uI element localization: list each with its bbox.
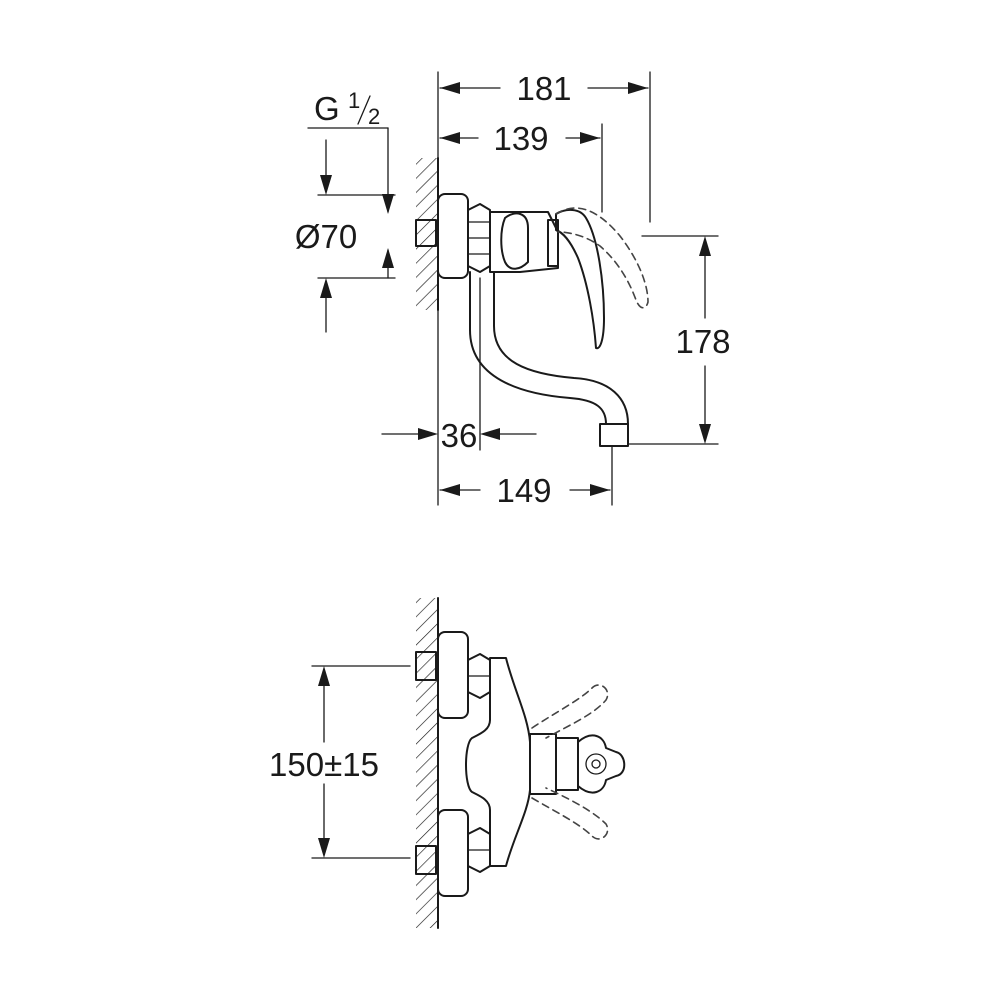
dim-139-label: 139 (493, 120, 548, 157)
dim-spacing-label: 150±15 (269, 746, 379, 783)
dimension-178: 178 (675, 236, 731, 444)
dimension-181: 181 (439, 70, 649, 107)
side-wall (416, 157, 439, 311)
thread-prefix: G (314, 90, 340, 127)
thread-denominator: 2 (368, 104, 380, 129)
thread-numerator: 1 (348, 88, 360, 113)
dimension-149: 149 (439, 472, 611, 509)
dimension-diameter-70: Ø70 (295, 139, 394, 333)
dim-181-label: 181 (516, 70, 571, 107)
dimension-150-15: 150±15 (269, 666, 379, 858)
dim-149-label: 149 (496, 472, 551, 509)
dimension-36: 36 (381, 417, 537, 454)
dimension-139: 139 (439, 120, 601, 157)
front-view: 150±15 (269, 597, 626, 929)
dim-178-label: 178 (675, 323, 730, 360)
front-wall (416, 597, 439, 929)
dim-36-label: 36 (441, 417, 478, 454)
dim-diameter-label: Ø70 (295, 218, 357, 255)
faucet-front-body (465, 657, 626, 867)
thread-size-label: G 1 2 (314, 88, 394, 214)
side-view: 181 139 G 1 2 Ø70 (295, 70, 731, 509)
front-extension-lines (311, 665, 411, 859)
faucet-side-body (415, 193, 649, 447)
